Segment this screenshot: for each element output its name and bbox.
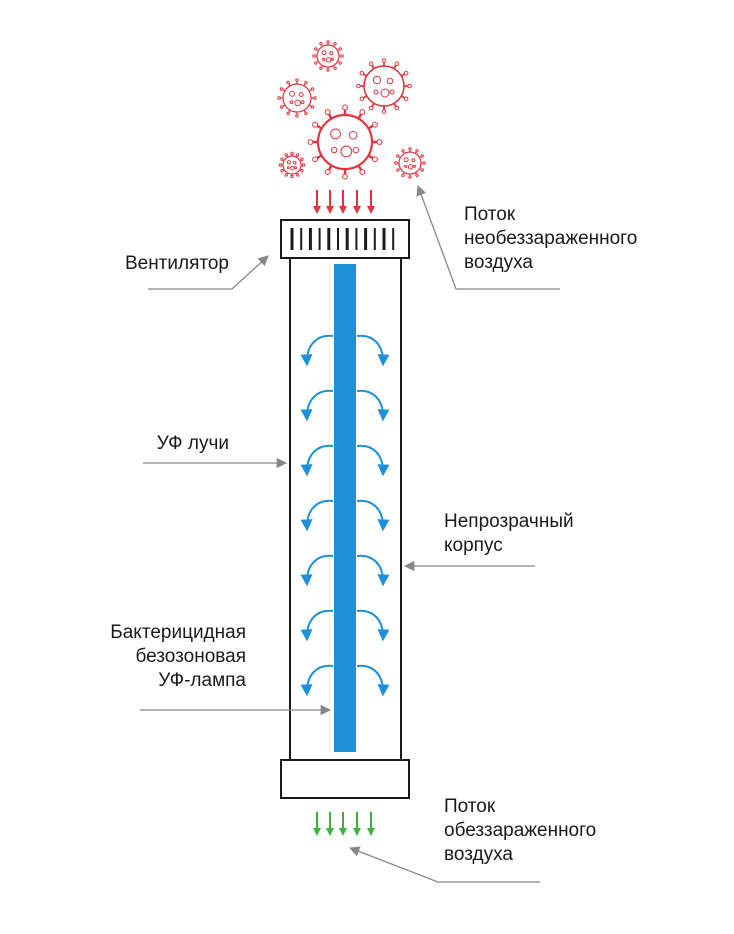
label-treated-line-1: Поток <box>444 796 496 817</box>
label-lamp-line-2: безозоновая <box>135 646 246 667</box>
arrow-down-icon <box>367 812 375 836</box>
label-treated-air: Поток обеззараженного воздуха <box>444 795 596 867</box>
label-fan-line: Вентилятор <box>124 253 229 274</box>
curved-arrow-icon <box>356 609 390 642</box>
leader-untreated <box>416 185 560 290</box>
arrow-down-icon <box>367 190 375 214</box>
uv-lamp <box>334 264 356 752</box>
arrow-down-icon <box>326 812 334 836</box>
curved-arrow-icon <box>300 389 334 422</box>
leader-fan <box>148 255 269 290</box>
curved-arrow-icon <box>356 334 390 367</box>
label-body-line-2: корпус <box>444 535 503 556</box>
curved-arrow-icon <box>356 554 390 587</box>
virus-icon <box>277 78 317 118</box>
curved-arrow-icon <box>356 664 390 697</box>
curved-arrow-icon <box>300 444 334 477</box>
arrow-down-icon <box>353 190 361 214</box>
inflow-arrows <box>313 190 375 214</box>
label-body-line-1: Непрозрачный <box>444 511 574 532</box>
curved-arrow-icon <box>356 389 390 422</box>
curved-arrow-icon <box>300 499 334 532</box>
label-untreated-line-2: необеззараженного <box>464 228 638 249</box>
label-lamp-line-3: УФ-лампа <box>158 670 246 691</box>
label-opaque-body: Непрозрачный корпус <box>444 510 574 558</box>
curved-arrow-icon <box>300 554 334 587</box>
label-lamp-line-1: Бактерицидная <box>110 622 246 643</box>
curved-arrow-icon <box>356 444 390 477</box>
arrow-down-icon <box>313 190 321 214</box>
uv-ray-arrows <box>300 334 390 697</box>
label-uv-line: УФ лучи <box>156 433 229 454</box>
label-untreated-line-1: Поток <box>464 204 516 225</box>
arrow-down-icon <box>313 812 321 836</box>
leader-lines <box>140 185 560 883</box>
arrow-down-icon <box>339 190 347 214</box>
curved-arrow-icon <box>300 334 334 367</box>
virus-icon <box>356 58 412 114</box>
curved-arrow-icon <box>356 499 390 532</box>
virus-icon <box>278 151 306 179</box>
curved-arrow-icon <box>300 664 334 697</box>
fan-grille <box>290 228 395 250</box>
label-untreated-line-3: воздуха <box>464 252 533 273</box>
arrow-down-icon <box>326 190 334 214</box>
label-treated-line-3: воздуха <box>444 844 513 865</box>
virus-icon <box>394 147 426 179</box>
bottom-unit <box>280 759 410 799</box>
label-lamp: Бактерицидная безозоновая УФ-лампа <box>110 621 246 693</box>
arrow-down-icon <box>339 812 347 836</box>
label-untreated-air: Поток необеззараженного воздуха <box>464 203 637 275</box>
label-fan: Вентилятор <box>125 252 229 276</box>
curved-arrow-icon <box>300 609 334 642</box>
fan-unit <box>280 219 410 259</box>
virus-icon <box>312 40 344 72</box>
label-treated-line-2: обеззараженного <box>444 820 597 841</box>
leader-treated <box>349 846 540 883</box>
virus-group <box>277 40 426 180</box>
label-uv-rays: УФ лучи <box>157 432 229 456</box>
arrow-down-icon <box>353 812 361 836</box>
virus-icon <box>307 104 383 180</box>
outflow-arrows <box>313 812 375 836</box>
